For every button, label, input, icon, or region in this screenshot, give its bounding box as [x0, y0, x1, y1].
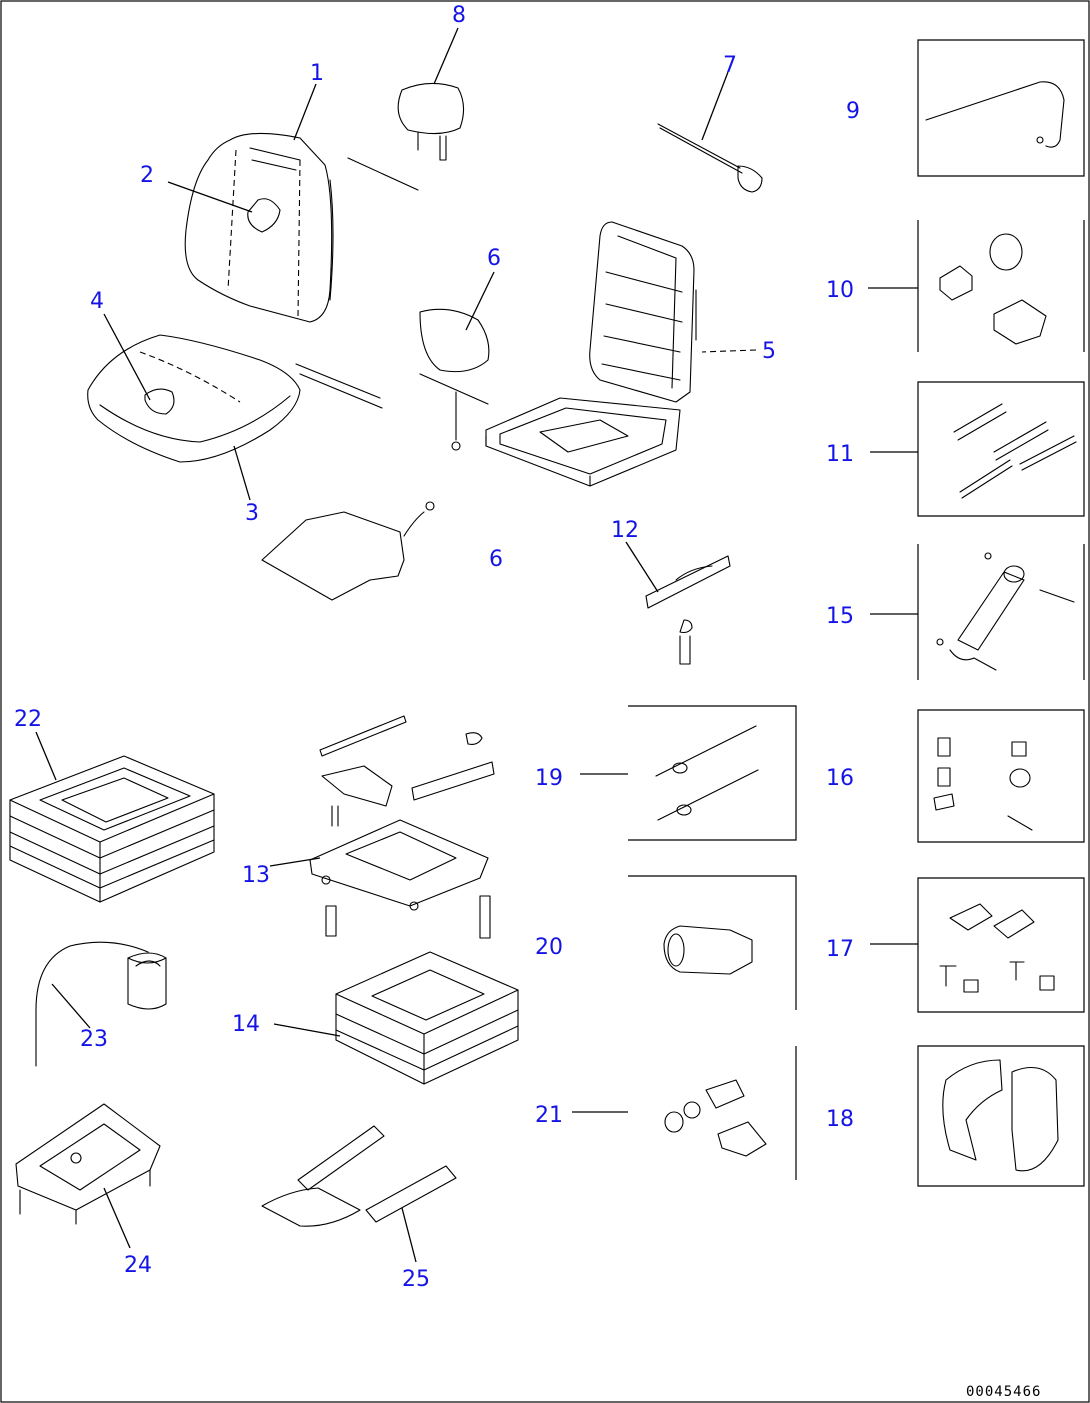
callout-19: 19: [535, 766, 563, 791]
headrest-drawing: [397, 82, 465, 161]
panel-21: [664, 1046, 797, 1180]
callout-13: 13: [242, 863, 270, 888]
bolt-drawing: [657, 123, 763, 193]
callout-16: 16: [826, 766, 854, 791]
callout-8: 8: [452, 3, 466, 28]
rail-covers-drawing: [261, 1125, 457, 1227]
heater-mat-drawing: [261, 501, 435, 601]
callout-2: 2: [140, 163, 154, 188]
callout-22: 22: [14, 707, 42, 732]
callout-25: 25: [402, 1267, 430, 1292]
seat-frame-drawing: [485, 221, 697, 487]
panel-11: [917, 381, 1085, 517]
seat-back-cushion-drawing: [184, 132, 419, 323]
seat-heater-pad-drawing: [419, 308, 490, 451]
callout-12: 12: [611, 518, 639, 543]
harness-and-can-drawing: [35, 941, 167, 1067]
callout-15: 15: [826, 604, 854, 629]
callout-14: 14: [232, 1012, 260, 1037]
panel-9: [917, 39, 1085, 177]
lower-frame-drawing: [15, 1103, 161, 1225]
lever-drawing: [645, 555, 731, 665]
panel-15: [917, 544, 1085, 680]
suspension-drawing: [335, 951, 519, 1085]
callout-18: 18: [826, 1107, 854, 1132]
panel-20: [628, 875, 797, 1010]
slide-rail-assembly-drawing: [309, 715, 495, 939]
leader-lines: [35, 27, 918, 1263]
cushion-pad-stack-drawing: [9, 755, 215, 903]
callout-6-upper: 6: [487, 246, 501, 271]
panel-10: [917, 220, 1085, 352]
callout-11: 11: [826, 442, 854, 467]
callout-24: 24: [124, 1253, 152, 1278]
callout-4: 4: [90, 289, 104, 314]
panel-16: [917, 709, 1085, 843]
callout-7: 7: [723, 53, 737, 78]
panel-17: [917, 877, 1085, 1013]
seat-cushion-drawing: [87, 334, 383, 463]
callout-1: 1: [310, 61, 324, 86]
callout-20: 20: [535, 935, 563, 960]
callout-5: 5: [762, 339, 776, 364]
callout-10: 10: [826, 278, 854, 303]
callout-6-lower: 6: [489, 547, 503, 572]
callout-21: 21: [535, 1103, 563, 1128]
panel-18: [917, 1045, 1085, 1187]
callout-3: 3: [245, 501, 259, 526]
callout-17: 17: [826, 937, 854, 962]
callout-labels: 1 2 3 4 5 6 6 7 8 9 10 11 12 13 14 15 16…: [14, 3, 860, 1292]
callout-23: 23: [80, 1027, 108, 1052]
panel-19: [628, 705, 797, 841]
drawing-code: 00045466: [966, 1384, 1041, 1400]
callout-9: 9: [846, 99, 860, 124]
